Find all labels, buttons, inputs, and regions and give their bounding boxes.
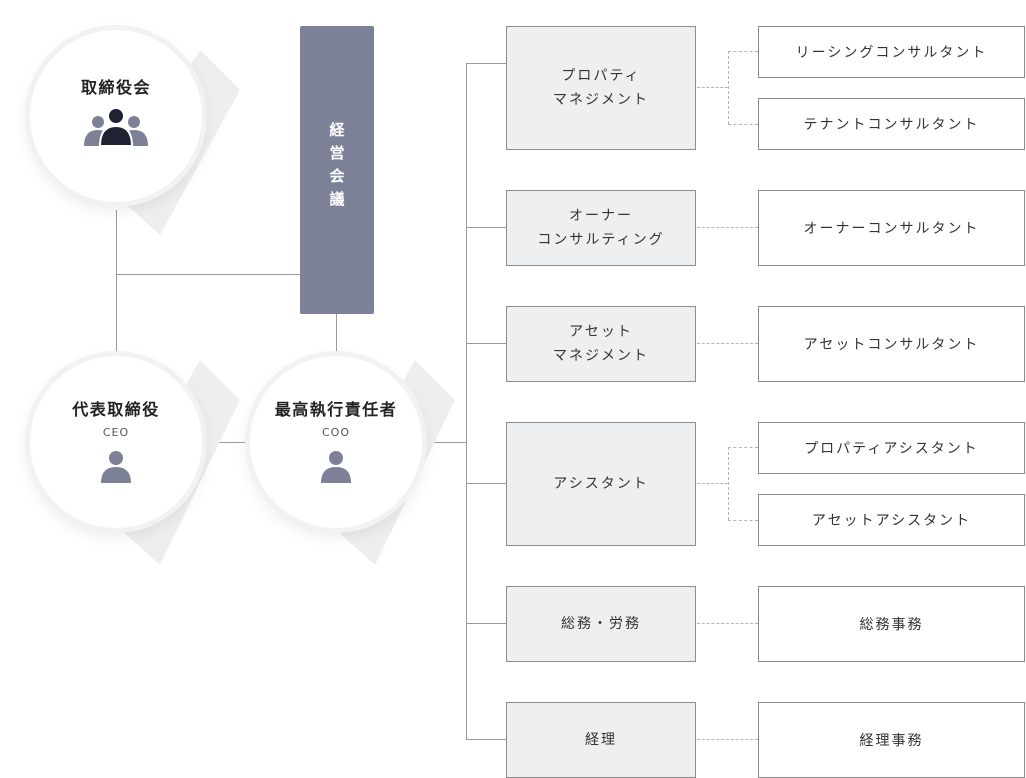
dept-branch-5 — [466, 623, 506, 624]
dept-general-affairs: 総務・労務 — [506, 586, 696, 662]
dept-trunk-line — [466, 63, 467, 740]
dash-pm-v — [728, 51, 729, 124]
dept-label-line1: アセット — [569, 324, 633, 340]
dash-as-1 — [728, 447, 758, 448]
role-general-affairs-clerk: 総務事務 — [758, 586, 1025, 662]
council-label: 経営会議 — [327, 122, 346, 214]
role-asset-consultant: アセットコンサルタント — [758, 306, 1025, 382]
ceo-node: 代表取締役 CEO — [30, 356, 202, 528]
coo-title: 最高執行責任者 — [274, 399, 398, 419]
coo-sub: COO — [322, 425, 350, 439]
dash-pm — [697, 87, 728, 88]
council-coo-line — [336, 314, 337, 354]
dash-as-2 — [728, 520, 758, 521]
dept-owner-consulting: オーナーコンサルティング — [506, 190, 696, 266]
role-property-assistant: プロパティアシスタント — [758, 422, 1025, 474]
dept-branch-6 — [466, 739, 506, 740]
management-council: 経営会議 — [300, 26, 374, 314]
ceo-sub: CEO — [102, 425, 130, 439]
board-title: 取締役会 — [80, 78, 151, 97]
dash-as-v — [728, 447, 729, 520]
dash-as — [697, 483, 728, 484]
coo-trunk-line — [424, 442, 467, 443]
dept-label: 経理 — [585, 732, 617, 748]
dept-label: アシスタント — [553, 476, 649, 492]
dept-branch-4 — [466, 483, 506, 484]
ceo-title: 代表取締役 — [72, 399, 160, 419]
dept-label-line1: プロパティ — [561, 68, 641, 84]
dash-oc — [697, 227, 758, 228]
role-accounting-clerk: 経理事務 — [758, 702, 1025, 778]
dept-assistant: アシスタント — [506, 422, 696, 546]
dept-branch-1 — [466, 63, 506, 64]
dept-label: 総務・労務 — [561, 616, 641, 632]
dash-pm-1 — [728, 51, 758, 52]
role-leasing-consultant: リーシングコンサルタント — [758, 26, 1025, 78]
board-council-line — [116, 274, 300, 275]
person-icon — [100, 449, 132, 483]
ceo-coo-line — [200, 442, 252, 443]
dash-ac — [697, 739, 758, 740]
dept-branch-2 — [466, 227, 506, 228]
board-node: 取締役会 — [30, 30, 202, 202]
dept-asset-management: アセットマネジメント — [506, 306, 696, 382]
dept-property-management: プロパティマネジメント — [506, 26, 696, 150]
role-tenant-consultant: テナントコンサルタント — [758, 98, 1025, 150]
dept-label-line2: コンサルティング — [537, 232, 665, 248]
dept-label-line1: オーナー — [568, 208, 633, 224]
role-asset-assistant: アセットアシスタント — [758, 494, 1025, 546]
dash-ga — [697, 623, 758, 624]
role-owner-consultant: オーナーコンサルタント — [758, 190, 1025, 266]
people-group-icon — [82, 108, 150, 148]
board-down-line — [116, 210, 117, 354]
coo-node: 最高執行責任者 COO — [250, 356, 422, 528]
dept-branch-3 — [466, 343, 506, 344]
dept-label-line2: マネジメント — [553, 348, 649, 364]
dash-pm-2 — [728, 124, 758, 125]
dash-am — [697, 343, 758, 344]
dept-label-line2: マネジメント — [553, 92, 649, 108]
person-icon — [320, 449, 352, 483]
dept-accounting: 経理 — [506, 702, 696, 778]
